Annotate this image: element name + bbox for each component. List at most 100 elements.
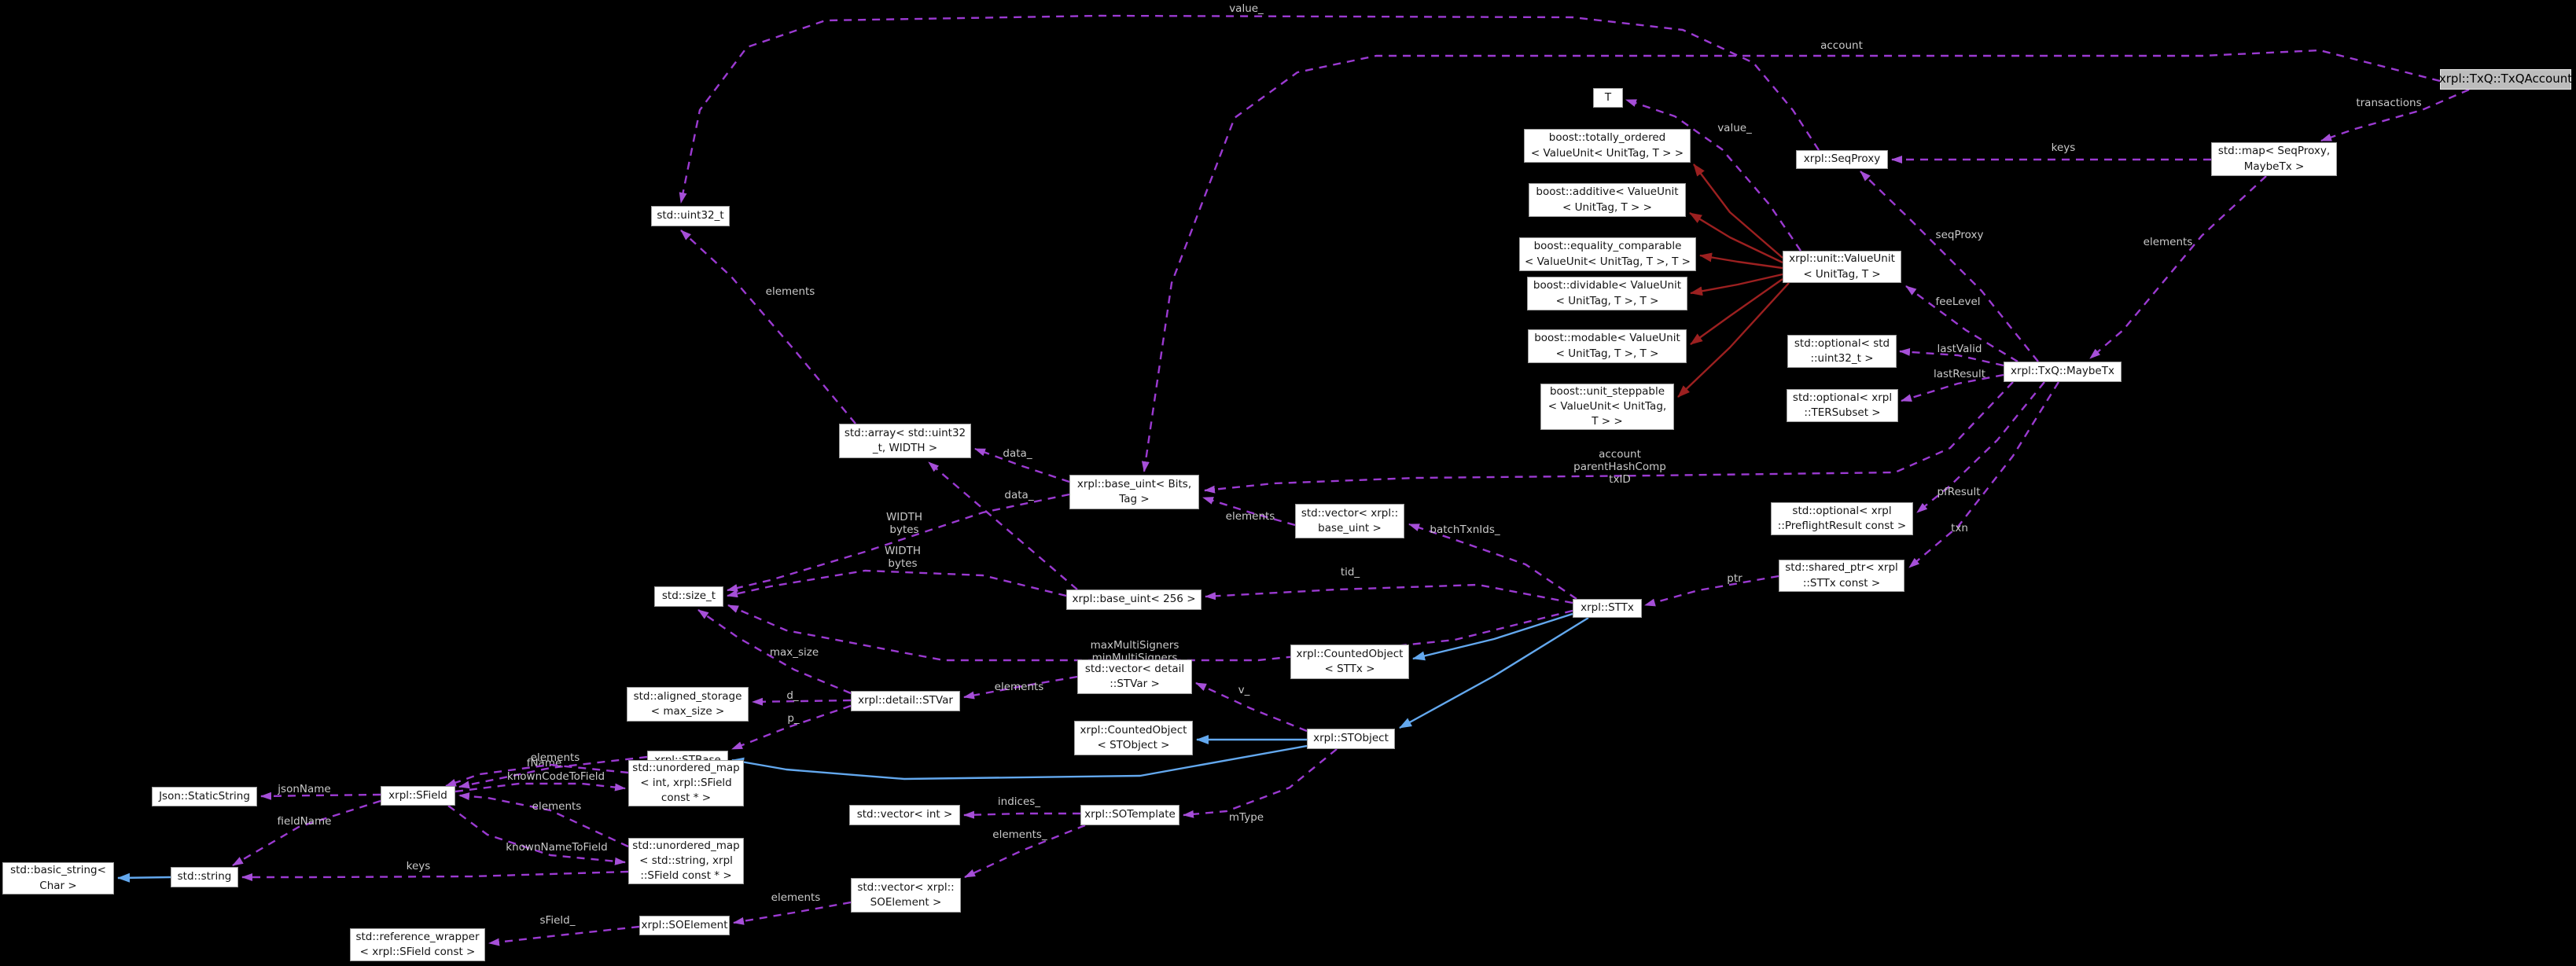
edge-stvar-to-size-t — [697, 609, 852, 695]
node-label-line: boost::totally_ordered — [1548, 131, 1666, 145]
node-label-line: xrpl::unit::ValueUnit — [1789, 252, 1895, 266]
node-stvar[interactable]: xrpl::detail::STVar — [851, 691, 960, 711]
node-uint32[interactable]: std::uint32_t — [651, 206, 730, 226]
node-label-line: xrpl::TxQ::TxQAccount — [2438, 72, 2573, 86]
node-modable[interactable]: boost::modable< ValueUnit< UnitTag, T >,… — [1528, 329, 1687, 363]
edge-valueunit-to-unit-steppable — [1677, 282, 1790, 398]
node-label-line: < STObject > — [1097, 739, 1170, 751]
node-label-line: xrpl::SField — [388, 788, 447, 802]
edge-label-value_: value_ — [1717, 122, 1752, 134]
node-label-line: < ValueUnit< UnitTag, T > > — [1530, 146, 1684, 160]
node-static-string[interactable]: Json::StaticString — [152, 787, 257, 806]
node-umap-string[interactable]: std::unordered_map< std::string, xrpl::S… — [628, 838, 744, 885]
node-soelement[interactable]: xrpl::SOElement — [639, 916, 730, 935]
node-label-line: std::basic_string< — [10, 864, 106, 877]
node-unit-steppable[interactable]: boost::unit_steppable< ValueUnit< UnitTa… — [1540, 384, 1674, 431]
edge-label-fName: fName — [527, 757, 562, 769]
edge-label-jsonName: jsonName — [277, 783, 330, 795]
node-label-line: std::uint32_t — [657, 209, 724, 222]
edge-stvar-to-aligned-storage — [752, 697, 852, 706]
edge-txqaccount-to-base-uint-bits — [1141, 49, 2441, 472]
node-equality-comparable[interactable]: boost::equality_comparable< ValueUnit< U… — [1519, 237, 1696, 271]
node-maybetx[interactable]: xrpl::TxQ::MaybeTx — [2004, 362, 2122, 382]
node-opt-preflight[interactable]: std::optional< xrpl::PreflightResult con… — [1771, 502, 1913, 535]
node-aligned-storage[interactable]: std::aligned_storage< max_size > — [627, 687, 749, 722]
edge-valueunit-to-t — [1625, 98, 1801, 252]
edge-label-account: account — [1820, 39, 1863, 52]
edge-label-d_: d_ — [786, 689, 799, 702]
node-vector-stvar[interactable]: std::vector< detail::STVar > — [1077, 659, 1192, 694]
node-vector-int[interactable]: std::vector< int > — [849, 805, 960, 825]
node-totally-ordered[interactable]: boost::totally_ordered< ValueUnit< UnitT… — [1524, 129, 1691, 163]
edge-sttx-to-size-t — [727, 604, 1573, 662]
edge-valueunit-to-totally-ordered — [1693, 163, 1783, 259]
edge-maybetx-to-base-uint-bits — [1204, 381, 2014, 494]
node-vector-soelement[interactable]: std::vector< xrpl::SOElement > — [851, 878, 961, 913]
node-label-line: < UnitTag, T > > — [1562, 200, 1652, 214]
edge-valueunit-to-modable — [1690, 278, 1783, 345]
node-label-line: const * > — [661, 792, 712, 805]
edge-label-knownCodeToField: knownCodeToField — [507, 770, 605, 783]
node-label-line: xrpl::SeqProxy — [1803, 152, 1881, 166]
node-label-line: std::unordered_map — [632, 839, 740, 852]
edge-label-fieldName: fieldName — [278, 815, 332, 828]
node-reference-wrapper[interactable]: std::reference_wrapper< xrpl::SField con… — [350, 928, 485, 961]
node-stobject[interactable]: xrpl::STObject — [1307, 729, 1395, 749]
node-sotemplate[interactable]: xrpl::SOTemplate — [1080, 805, 1179, 825]
edge-shared-ptr-sttx-to-sttx — [1644, 575, 1779, 607]
node-label-line: boost::modable< ValueUnit — [1534, 332, 1680, 345]
edge-label-ptr: ptr — [1727, 572, 1742, 585]
node-base-uint-256[interactable]: xrpl::base_uint< 256 > — [1066, 590, 1202, 610]
node-label-line: ::STTx const > — [1802, 576, 1881, 590]
node-opt-tersubset[interactable]: std::optional< xrpl::TERSubset > — [1787, 389, 1898, 422]
edge-maybetx-to-opt-uint32 — [1899, 347, 2004, 367]
node-co-stobject[interactable]: xrpl::CountedObject< STObject > — [1074, 721, 1193, 755]
edge-base-uint-256-to-size-t — [727, 569, 1067, 598]
node-vector-base-uint[interactable]: std::vector< xrpl::base_uint > — [1295, 504, 1404, 538]
node-map[interactable]: std::map< SeqProxy,MaybeTx > — [2211, 142, 2337, 176]
node-opt-uint32[interactable]: std::optional< std::uint32_t > — [1787, 335, 1897, 368]
edge-label-mType: mType — [1229, 811, 1264, 824]
edge-label-knownNameToField: knownNameToField — [506, 841, 607, 854]
edge-maybetx-to-seqproxy — [1860, 171, 2039, 362]
node-additive[interactable]: boost::additive< ValueUnit< UnitTag, T >… — [1529, 183, 1686, 217]
node-label-line: xrpl::TxQ::MaybeTx — [2011, 365, 2114, 378]
node-string[interactable]: std::string — [171, 867, 238, 887]
edge-valueunit-to-dividable — [1690, 273, 1783, 296]
node-label-line: xrpl::STObject — [1313, 732, 1389, 745]
node-dividable[interactable]: boost::dividable< ValueUnit< UnitTag, T … — [1527, 277, 1687, 310]
node-size-t[interactable]: std::size_t — [654, 586, 723, 607]
node-label-line: std::size_t — [661, 590, 716, 603]
edge-map-to-maybetx — [2089, 175, 2267, 359]
node-base-uint-bits[interactable]: xrpl::base_uint< Bits,Tag > — [1069, 475, 1199, 509]
node-seqproxy[interactable]: xrpl::SeqProxy — [1796, 150, 1888, 169]
edge-label-feeLevel: feeLevel — [1936, 296, 1981, 308]
edge-label-keys: keys — [407, 860, 431, 872]
edge-label-p_: p_ — [787, 712, 800, 725]
node-t[interactable]: T — [1593, 88, 1623, 108]
node-label-line: std::vector< detail — [1084, 662, 1185, 675]
edge-valueunit-to-additive — [1689, 211, 1783, 264]
node-co-sttx[interactable]: xrpl::CountedObject< STTx > — [1290, 645, 1409, 679]
node-sfield[interactable]: xrpl::SField — [381, 786, 455, 806]
node-valueunit[interactable]: xrpl::unit::ValueUnit< UnitTag, T > — [1783, 251, 1901, 283]
edge-label-elements: elements — [2144, 236, 2193, 248]
edge-label-seqProxy: seqProxy — [1936, 229, 1984, 241]
edge-sttx-to-stobject — [1399, 616, 1589, 729]
edge-label-elements: elements — [531, 751, 580, 764]
node-sttx[interactable]: xrpl::STTx — [1573, 599, 1642, 618]
node-basic-string[interactable]: std::basic_string<Char > — [2, 862, 114, 894]
node-shared-ptr-sttx[interactable]: std::shared_ptr< xrpl::STTx const > — [1779, 560, 1904, 592]
node-array[interactable]: std::array< std::uint32_t, WIDTH > — [839, 424, 971, 458]
edge-array-to-uint32 — [680, 230, 856, 424]
node-label-line: T — [1604, 90, 1612, 104]
node-label-line: ::SField const * > — [640, 869, 732, 883]
edge-sttx-to-co-sttx — [1412, 612, 1573, 661]
node-label-line: xrpl::detail::STVar — [858, 694, 953, 707]
edge-label-elements: elements — [995, 681, 1044, 693]
node-label-line: ::STVar > — [1110, 678, 1160, 690]
node-txqaccount[interactable]: xrpl::TxQ::TxQAccount — [2438, 69, 2573, 90]
